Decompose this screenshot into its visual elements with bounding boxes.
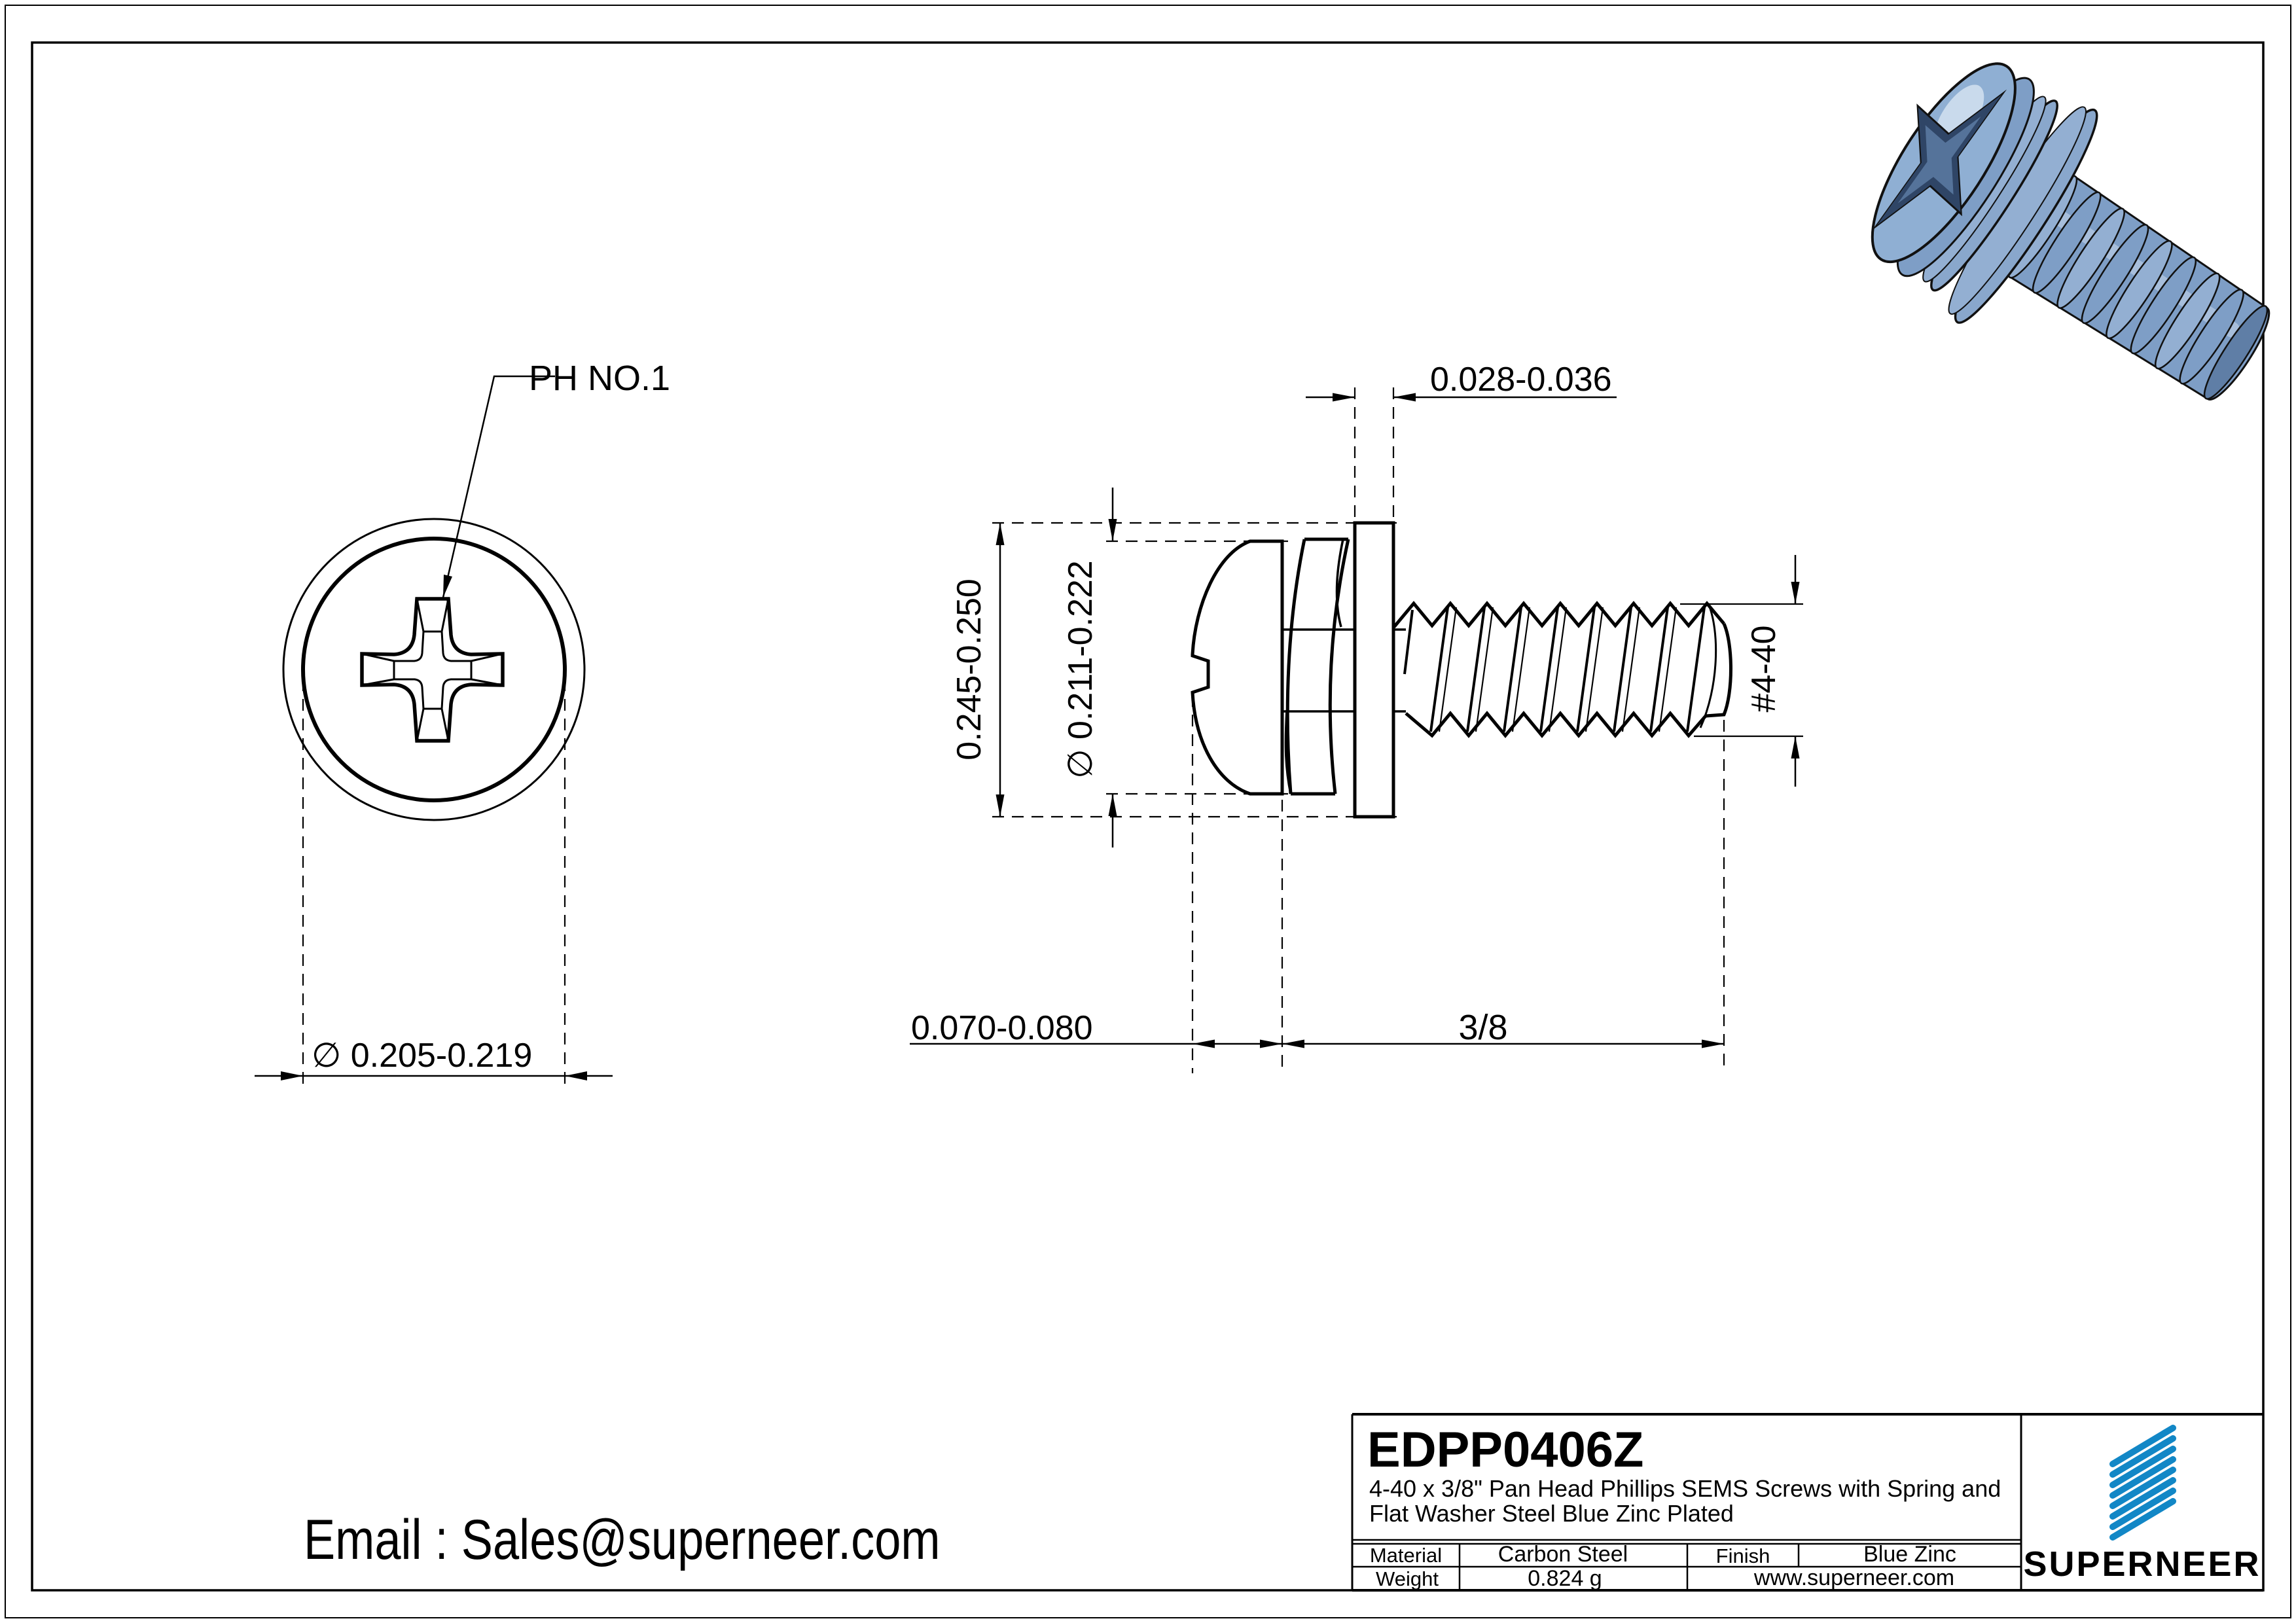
dim-arrow <box>1702 1039 1724 1048</box>
brand-name: SUPERNEER <box>2023 1544 2261 1584</box>
thread-spec-text: #4-40 <box>1745 626 1783 713</box>
phillips-star-3d <box>1872 89 2007 230</box>
dim-arrow <box>1791 582 1800 604</box>
head-dia-side-text: ∅ 0.211-0.222 <box>1062 560 1100 778</box>
material-value: Carbon Steel <box>1498 1542 1628 1567</box>
dim-arrow <box>1108 519 1117 541</box>
title-block: EDPP0406Z 4-40 x 3/8" Pan Head Phillips … <box>1351 1413 2263 1592</box>
title-block-lines <box>1351 1413 2263 1592</box>
dim-arrow <box>1791 736 1800 758</box>
weight-label: Weight <box>1376 1567 1439 1590</box>
phillips-recess-inner <box>393 630 473 710</box>
material-label: Material <box>1370 1544 1442 1567</box>
front-view: PH NO.1 ∅ 0.205-0.219 <box>255 359 670 1084</box>
dim-arrow <box>996 523 1005 545</box>
finish-label: Finish <box>1716 1544 1770 1567</box>
thread-spec-extension-ticks <box>1680 603 1803 738</box>
front-extension-lines <box>302 679 566 1084</box>
dim-arrow <box>1282 1039 1304 1048</box>
phillips-facet-lines <box>361 598 503 741</box>
head-height-text: 0.070-0.080 <box>911 1009 1093 1047</box>
thread-ridges <box>2007 175 2269 400</box>
dim-arrow <box>1393 393 1416 402</box>
thread-length-text: 3/8 <box>1458 1008 1507 1047</box>
email-line: Email : Sales@superneer.com <box>304 1508 941 1571</box>
part-number: EDPP0406Z <box>1367 1422 1643 1478</box>
superneer-logo-icon <box>2109 1425 2176 1541</box>
drive-leader-arrow <box>443 575 452 597</box>
drive-label: PH NO.1 <box>529 359 670 398</box>
description-line1: 4-40 x 3/8" Pan Head Phillips SEMS Screw… <box>1369 1475 2001 1502</box>
description-line2: Flat Washer Steel Blue Zinc Plated <box>1369 1500 1734 1527</box>
website-link[interactable]: www.superneer.com <box>1753 1565 1954 1590</box>
dim-arrow <box>1108 794 1117 816</box>
head-profile <box>1191 539 1284 796</box>
dim-arrow <box>1193 1039 1215 1048</box>
washer-thickness-text: 0.028-0.036 <box>1430 361 1612 399</box>
screw-3d-render <box>1871 62 2270 401</box>
dim-arrow <box>281 1071 303 1080</box>
flat-washer <box>1353 521 1395 819</box>
side-extension-lines <box>992 387 1725 1073</box>
weight-value: 0.824 g <box>1528 1566 1602 1591</box>
head-dia-front-text: ∅ 0.205-0.219 <box>312 1037 532 1075</box>
outer-border <box>5 5 2291 1618</box>
dim-arrow <box>1333 393 1355 402</box>
dim-arrow <box>996 794 1005 817</box>
phillips-recess-outer <box>360 597 505 743</box>
washer-od-text: 0.245-0.250 <box>950 579 988 760</box>
spring-washer <box>1284 537 1350 796</box>
thread-profile <box>1393 601 1732 738</box>
finish-value: Blue Zinc <box>1863 1542 1956 1567</box>
washer-outline-circle <box>282 518 586 821</box>
dim-arrow <box>565 1071 587 1080</box>
washer-id-lines <box>1282 628 1406 713</box>
drive-leader-line <box>442 375 555 598</box>
side-view: 0.245-0.250 ∅ 0.211-0.222 0.028-0.036 #4… <box>910 361 1803 1073</box>
head-outline-circle <box>301 537 567 802</box>
dim-arrow <box>1260 1039 1282 1048</box>
inner-border <box>31 41 2265 1592</box>
